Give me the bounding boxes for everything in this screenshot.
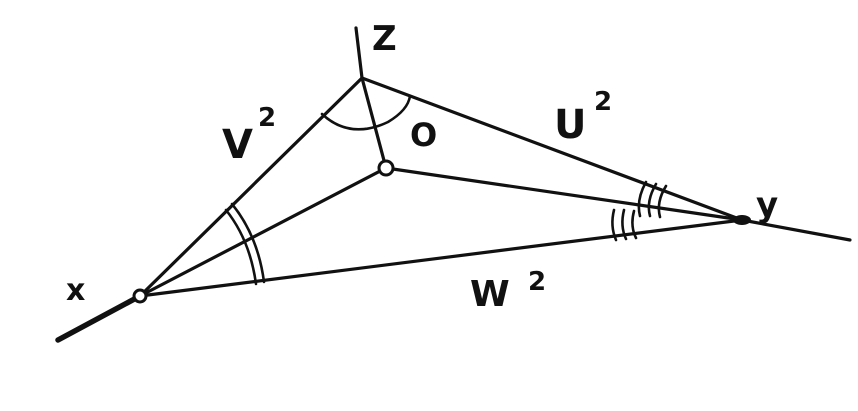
angle-arc-y-lower-1	[611, 208, 618, 242]
point-o	[377, 159, 395, 177]
extension-line-x	[55, 293, 143, 343]
label-u-exponent: 2	[594, 87, 612, 117]
segment-x-o	[138, 166, 388, 298]
angle-arc-y-upper-1	[637, 180, 648, 218]
segment-z-o	[360, 76, 388, 170]
point-y	[733, 215, 751, 225]
label-o: O	[410, 116, 437, 154]
side-v	[138, 76, 364, 298]
side-w	[138, 218, 744, 298]
label-w: W	[470, 274, 510, 315]
segment-o-y	[384, 166, 744, 222]
label-v: V	[222, 122, 253, 168]
angle-arc-z	[320, 94, 412, 131]
side-u	[360, 76, 744, 222]
point-x	[132, 288, 148, 304]
label-u: U	[554, 102, 586, 148]
label-x: x	[66, 273, 85, 308]
angle-arc-y-upper-2	[647, 182, 658, 218]
angle-arc-y-lower-3	[631, 209, 638, 240]
label-z: Z	[372, 19, 397, 59]
angle-arc-y-lower-2	[621, 208, 628, 241]
angle-arc-x-2	[230, 202, 266, 284]
extension-line-z	[354, 26, 364, 80]
label-y: y	[756, 185, 778, 225]
label-w-exponent: 2	[528, 267, 546, 297]
angle-arc-y-upper-3	[657, 184, 668, 219]
extension-line-y	[740, 218, 852, 242]
angle-arc-x-1	[224, 208, 258, 286]
label-v-exponent: 2	[258, 103, 276, 133]
